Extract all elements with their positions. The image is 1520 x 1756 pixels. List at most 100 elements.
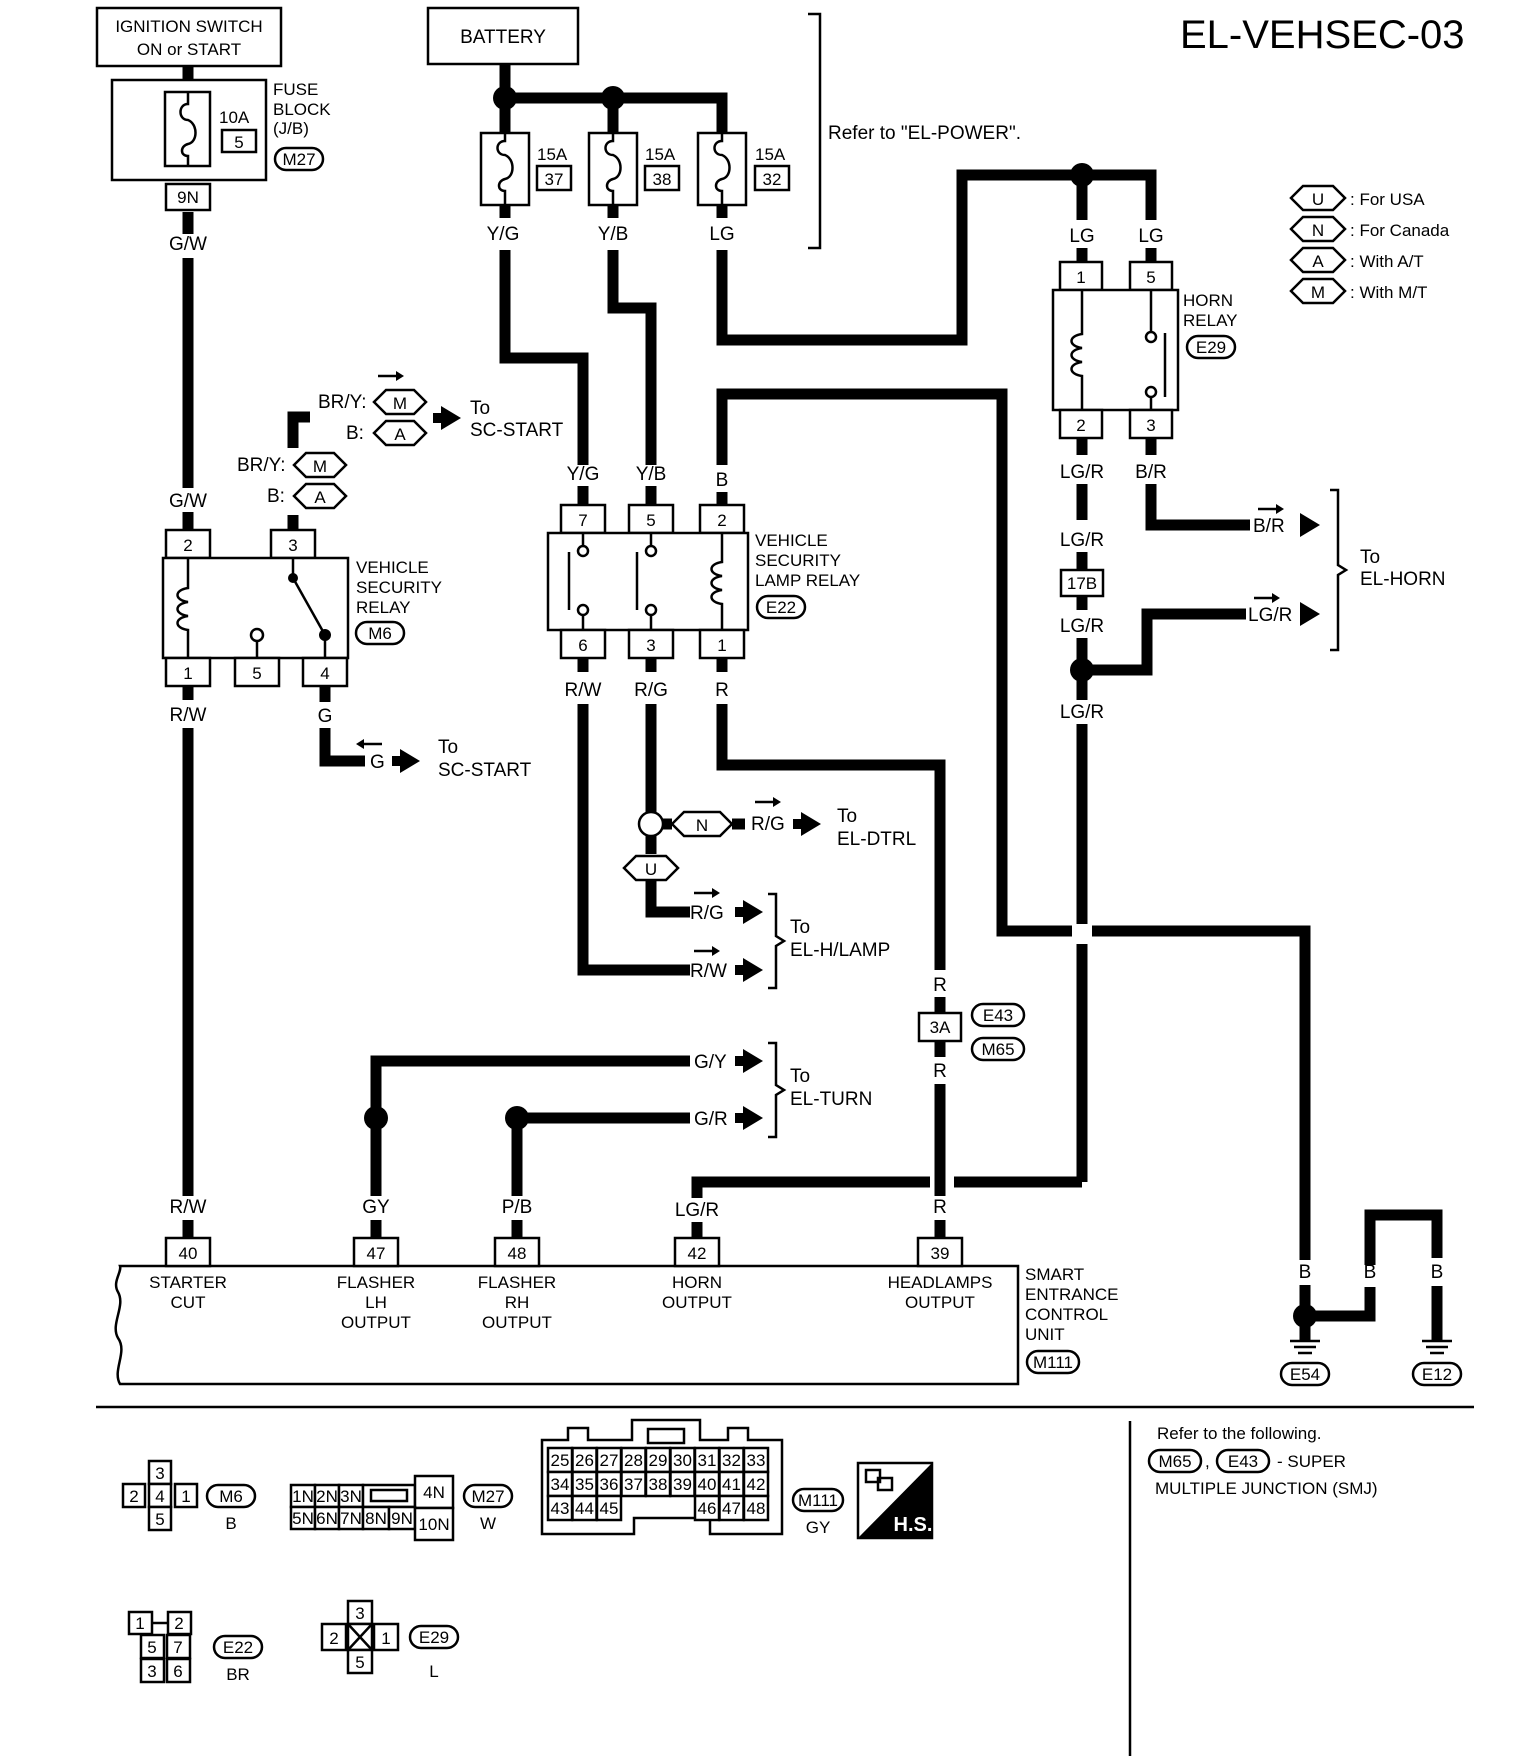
m27-pin-5n: 5N [292,1509,314,1528]
bry-lower-label: BR/Y: [237,455,286,476]
m27-pin-8n: 8N [365,1509,387,1528]
wire-lgr-2: LG/R [1060,530,1104,551]
wire-b-ground-3: B [1431,1262,1444,1283]
starter-cut-2: CUT [171,1293,206,1312]
wire-r-secu: R [933,1197,947,1218]
wire-br-out: B/R [1253,516,1285,537]
secu-line-3: CONTROL [1025,1305,1108,1324]
connector-e29: 3 2 1 5 E29 L [320,1599,460,1681]
wire-yg-relay: Y/G [567,464,600,485]
usa-tag: U [645,860,657,879]
horn-relay-line-1: HORN [1183,291,1233,310]
vsr-pin-3: 3 [288,536,297,555]
lamp-relay-line-2: SECURITY [755,551,841,570]
junction-m65: M65 [981,1040,1014,1059]
security-lamp-relay: 7 5 2 6 3 1 VEHICLE SECURITY LAMP RELAY … [546,503,860,660]
fuse-37-number: 37 [545,170,564,189]
hs-label: H.S. [894,1514,933,1536]
e22-pin-7: 7 [173,1638,182,1657]
b-upper-label: B: [346,423,364,444]
wire-gy-turn: G/Y [694,1052,727,1073]
wire-lg-horn-1: LG [1069,226,1094,247]
m111-pin-27: 27 [600,1451,619,1470]
vsr-line-2: SECURITY [356,578,442,597]
m111-pin-34: 34 [551,1475,570,1494]
legend-code-n: N [1312,221,1324,240]
horn-output-1: HORN [672,1273,722,1292]
secu-pin-47: 47 [367,1244,386,1263]
junction-e43: E43 [983,1006,1013,1025]
secu-line-1: SMART [1025,1265,1084,1284]
ignition-switch: IGNITION SWITCH ON or START [95,6,283,68]
wire-lgr-4: LG/R [1060,702,1104,723]
battery: BATTERY [426,6,580,66]
legend-item-a: A : With A/T [1289,246,1424,274]
headlamps-output-2: OUTPUT [905,1293,975,1312]
refer-following: Refer to the following. M65 , E43 - SUPE… [1147,1424,1378,1498]
fuse-number: 5 [234,133,243,152]
m6-pin-3: 3 [155,1464,164,1483]
fuse-37: 15A 37 [479,131,573,207]
to-el-hlamp-1: To [790,917,810,938]
e29-pin-5: 5 [355,1653,364,1672]
b-upper-a: A [394,425,406,444]
wire-b-ground-2: B [1364,1262,1377,1283]
m27-pin-6n: 6N [316,1509,338,1528]
ignition-line-1: IGNITION SWITCH [115,17,262,36]
vehicle-security-relay: 2 3 1 5 4 VEHICLE SECURITY RELAY M6 [161,528,442,688]
flasher-lh-2: LH [365,1293,387,1312]
ground-e54-symbol: E54 [1279,1339,1331,1387]
connector-e22: 1 2 5 7 3 6 E22 BR [127,1610,264,1684]
fuse-block-line-1: FUSE [273,80,318,99]
m111-pin-38: 38 [649,1475,668,1494]
m27-pin-7n: 7N [340,1509,362,1528]
wire-g-vsr: G [318,706,333,727]
to-sc-start-lower-1: To [438,737,458,758]
m6-id: M6 [219,1487,243,1506]
to-el-hlamp-2: EL-H/LAMP [790,940,890,961]
wire-lg-horn-2: LG [1138,226,1163,247]
fuse-38: 15A 38 [587,131,681,207]
to-el-dtrl-2: EL-DTRL [837,829,916,850]
fuse-32-rating: 15A [755,145,786,164]
m111-pin-48: 48 [747,1499,766,1518]
e22-id: E22 [223,1638,253,1657]
wire-rw-secu: R/W [170,1197,207,1218]
fuse-38-rating: 15A [645,145,676,164]
wire-rw-relay: R/W [565,680,602,701]
wire-gw-relay: G/W [169,491,207,512]
m111-pin-43: 43 [551,1499,570,1518]
wire-r-relay: R [715,680,729,701]
to-el-horn-1: To [1360,547,1380,568]
m27-pin-3n: 3N [340,1487,362,1506]
e29-pin-1: 1 [381,1629,390,1648]
flasher-lh-1: FLASHER [337,1273,415,1292]
wire-rw-vsr: R/W [170,705,207,726]
wire-b-relay: B [716,470,729,491]
e29-color: L [429,1662,438,1681]
horn-pin-5: 5 [1146,268,1155,287]
refer-id-e43: E43 [1228,1452,1258,1471]
legend-desc-m: : With M/T [1350,283,1427,302]
m111-color: GY [806,1518,831,1537]
m111-pin-37: 37 [624,1475,643,1494]
canada-tag: N [696,816,708,835]
wire-gy-secu: GY [362,1197,390,1218]
horn-output-2: OUTPUT [662,1293,732,1312]
fuse-block-terminal: 9N [177,188,199,207]
b-lower-label: B: [267,486,285,507]
lamp-relay-pin-7: 7 [578,511,587,530]
secu-pin-40: 40 [179,1244,198,1263]
ignition-line-2: ON or START [137,40,241,59]
wire-r-junction: R [933,975,947,996]
legend-code-a: A [1312,252,1324,271]
m111-pin-41: 41 [722,1475,741,1494]
m111-pin-31: 31 [698,1451,717,1470]
legend-item-m: M : With M/T [1289,277,1427,305]
vsr-line-3: RELAY [356,598,411,617]
secu-line-4: UNIT [1025,1325,1065,1344]
diagram-title: EL-VEHSEC-03 [1180,13,1465,57]
fuse-block-line-2: BLOCK [273,100,331,119]
wire-rg-relay: R/G [634,680,668,701]
